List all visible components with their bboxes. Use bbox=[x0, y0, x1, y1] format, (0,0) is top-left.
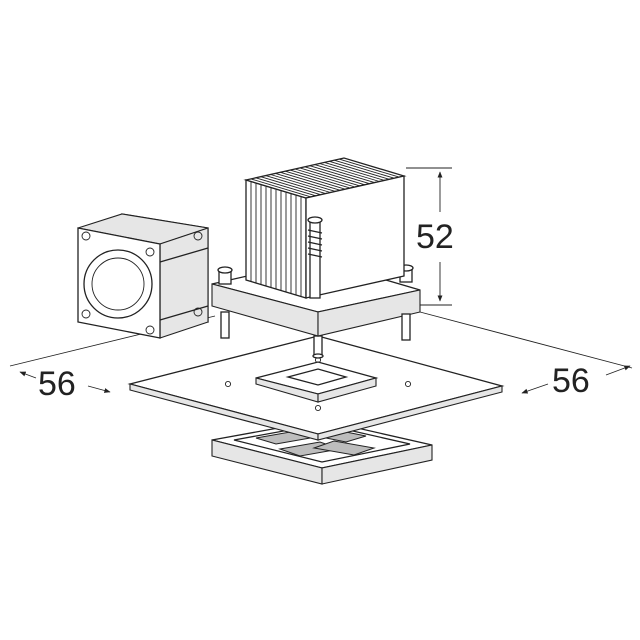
spring-screw bbox=[308, 217, 322, 298]
center-screw bbox=[313, 336, 323, 358]
left-width-dimension-label: 56 bbox=[38, 365, 76, 403]
heatsink-fins bbox=[246, 158, 404, 298]
right-width-dimension-label: 56 bbox=[552, 362, 590, 400]
height-dimension-label: 52 bbox=[416, 218, 454, 256]
fan bbox=[78, 214, 208, 338]
